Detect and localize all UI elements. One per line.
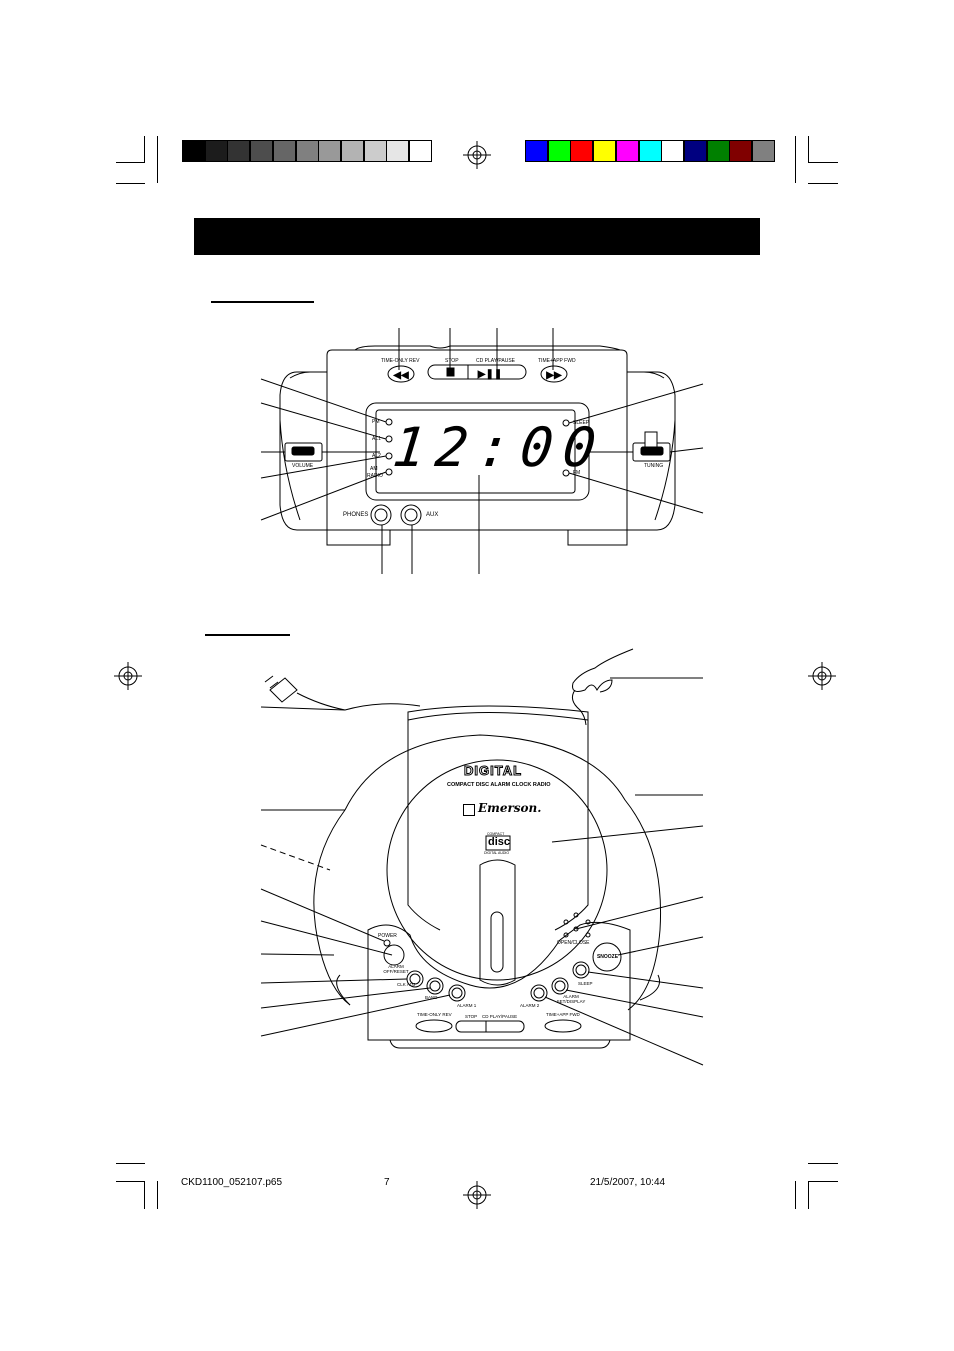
indicator-label-radio: RADIO [367,473,383,479]
front-view-heading-underline [211,301,314,303]
brand-digital: DIGITAL [463,763,523,779]
color-swatch [570,140,594,162]
top-time-only-rev-label: TIME-ONLY REV [417,1012,452,1017]
front-time-only-rev-label: TIME-ONLY REV [381,358,420,364]
tuning-label: TUNING [644,463,664,469]
volume-label: VOLUME [292,463,314,469]
play-pause-icon: ▶❚❚ [477,369,502,380]
cd-logo-top: COMPACT [487,832,505,836]
brand-name: Emerson. [478,801,542,815]
front-stop-label: STOP [445,358,459,364]
gray-swatch [318,140,342,162]
emerson-logo-icon [463,804,475,816]
color-swatch [593,140,617,162]
indicator-label-al2: AL2 [372,453,381,459]
alarm1-label: ALARM 1 [457,1003,477,1008]
footer-filename: CKD1100_052107.p65 [181,1177,283,1188]
front-cd-play-pause-label: CD PLAY/PAUSE [476,358,515,364]
cd-logo-box [485,835,511,851]
gray-swatch [182,140,205,162]
next-icon: ▶▶ [545,370,563,381]
registration-target-left [114,662,142,690]
color-swatch [706,140,730,162]
prev-icon: ◀◀ [392,370,409,381]
color-swatch [661,140,685,162]
registration-target-top [463,141,491,169]
color-swatch [729,140,753,162]
phones-label: PHONES [343,512,369,518]
open-close-label: OPEN/CLOSE [557,940,590,946]
color-swatch [615,140,639,162]
snooze-button[interactable]: SNOOZE [596,954,619,960]
color-swatch [752,140,775,162]
registration-target-right [808,662,836,690]
color-swatch [638,140,662,162]
top-time-app-fwd-label: TIME+APP FWD [546,1012,580,1017]
indicator-label-pm: PM [372,419,380,425]
aux-label: AUX [426,512,439,518]
indicator-label-sleep: SLEEP [573,420,590,426]
footer-page-number: 7 [384,1177,390,1188]
indicator-label-fm: FM [573,470,581,476]
gray-swatch [295,140,319,162]
color-swatch [525,140,548,162]
gray-swatch [204,140,228,162]
gray-swatch [409,140,432,162]
power-label: POWER [378,933,397,939]
front-time-app-fwd-label: TIME+APP FWD [538,358,576,364]
top-cd-play-pause-label: CD PLAY/PAUSE [482,1014,518,1019]
cd-logo-main: disc [488,836,511,848]
sleep-label: SLEEP [578,981,593,986]
indicator-label-am: AM [370,466,378,472]
alarm2-label: ALARM 2 [520,1003,540,1008]
clk-adj-label: CLK ADJ [397,982,416,987]
band-label: BAND [425,995,438,1000]
gray-swatch [272,140,296,162]
gray-swatch [386,140,410,162]
section-title-bar [194,218,760,255]
top-stop-label: STOP [465,1014,478,1019]
color-swatch [683,140,707,162]
gray-swatch [227,140,251,162]
cd-logo-bottom: DIGITAL AUDIO [484,851,510,855]
alarm-off-reset-label: ALARM OFF/RESET [383,964,409,974]
indicator-label-al1: AL1 [372,436,381,442]
footer-date: 21/5/2007, 10:44 [590,1177,666,1188]
gray-swatch [363,140,387,162]
gray-swatch [250,140,274,162]
top-view-heading-underline [205,634,290,636]
alarm-set-display-label: ALARM SET/DISPLAY [556,994,586,1004]
product-line: COMPACT DISC ALARM CLOCK RADIO [447,782,551,788]
color-swatch [547,140,571,162]
gray-swatch [340,140,364,162]
registration-target-bottom [463,1181,491,1209]
